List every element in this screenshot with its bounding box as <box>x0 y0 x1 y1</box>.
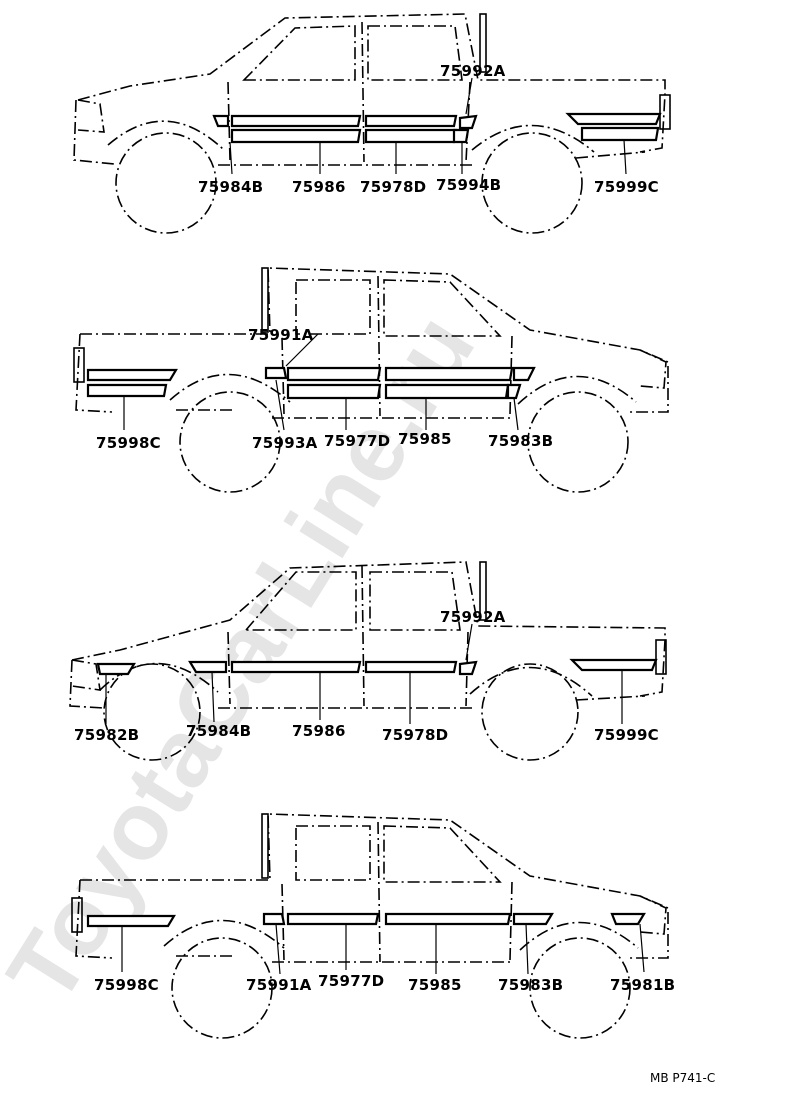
view1-label-2: 75984B <box>198 178 263 196</box>
view4-label-2: 75991A <box>246 976 312 994</box>
view1-label-6: 75999C <box>594 178 659 196</box>
view2-label-1: 75991A <box>248 326 314 344</box>
view3-label-5: 75978D <box>382 726 448 744</box>
view4-label-5: 75983B <box>498 976 563 994</box>
view2-label-6: 75983B <box>488 432 553 450</box>
reference-code: MB P741-C <box>650 1071 715 1085</box>
truck-view-1: 75992A 75984B 75986 75978D 75994B 75999C <box>73 13 671 234</box>
view4-label-4: 75985 <box>408 976 462 994</box>
truck-view-4: 75998C 75991A 75977D 75985 75983B 75981B <box>71 813 675 1039</box>
view2-label-3: 75993A <box>252 434 318 452</box>
view1-label-4: 75978D <box>360 178 426 196</box>
view3-label-4: 75986 <box>292 722 346 740</box>
truck-view-2: 75991A 75998C 75993A 75977D 75985 75983B <box>73 267 669 493</box>
view4-label-3: 75977D <box>318 972 384 990</box>
truck-view-3: 75992A 75982B 75984B 75986 75978D 75999C <box>69 561 667 761</box>
view4-label-1: 75998C <box>94 976 159 994</box>
view1-label-5: 75994B <box>436 176 501 194</box>
view1-label-3: 75986 <box>292 178 346 196</box>
view3-label-3: 75984B <box>186 722 251 740</box>
view2-label-5: 75985 <box>398 430 452 448</box>
view3-label-1: 75992A <box>440 608 506 626</box>
view3-label-2: 75982B <box>74 726 139 744</box>
view2-label-2: 75998C <box>96 434 161 452</box>
view4-label-6: 75981B <box>610 976 675 994</box>
view3-label-6: 75999C <box>594 726 659 744</box>
view2-label-4: 75977D <box>324 432 390 450</box>
view1-label-1: 75992A <box>440 62 506 80</box>
